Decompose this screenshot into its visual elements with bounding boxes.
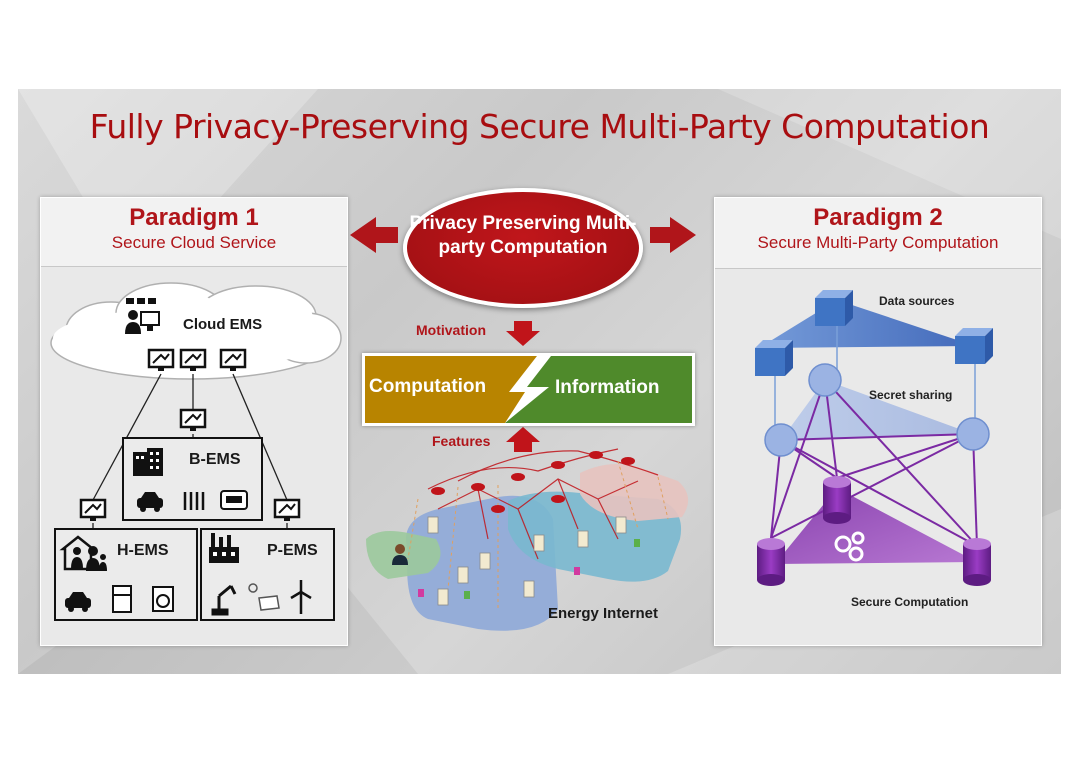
paradigm1-diagram [50,282,342,621]
monitor-icon [273,498,301,521]
center-arrows [350,217,696,452]
cylinder-icon [963,538,991,586]
h-ems-label: H-EMS [117,542,169,559]
building-icon [133,448,163,476]
paradigm1-title: Paradigm 1 [129,204,259,231]
motivation-arrow [506,321,540,346]
paradigm1-panel: Paradigm 1 Secure Cloud Service [40,197,348,646]
monitor-icon [147,348,175,371]
ellipse-text: Privacy Preserving Multi-party Computati… [409,213,637,258]
monitor-icon [179,408,207,431]
paradigm1-subtitle: Secure Cloud Service [111,233,277,252]
robot-arm-icon [211,584,237,616]
wind-turbine-icon [290,580,312,614]
privacy-preserving-ellipse: Privacy Preserving Multi-party Computati… [403,188,643,308]
motivation-label: Motivation [416,322,486,338]
paradigm2-diagram [755,290,993,586]
gear-icon [834,531,865,562]
car-icon [65,592,91,612]
radiator-icon [183,492,205,510]
features-label: Features [432,433,491,449]
monitor-icon [179,348,207,371]
user-computer-icon [125,298,160,334]
data-sources-label: Data sources [879,294,955,308]
paradigm2-title: Paradigm 2 [813,204,943,231]
information-label: Information [555,377,660,398]
b-ems-label: B-EMS [189,451,241,468]
sphere-node [808,363,842,397]
energy-internet-illustration [366,448,689,631]
paradigm2-panel: Paradigm 2 Secure Multi-Party Computatio… [714,197,1042,646]
car-icon [137,492,163,512]
paradigm2-header: Paradigm 2 Secure Multi-Party Computatio… [715,198,1041,269]
sphere-node [956,417,990,451]
vertical-blue-lines [774,318,976,428]
washer-icon [152,586,174,612]
energy-internet-label: Energy Internet [548,605,659,622]
p-ems-label: P-EMS [267,542,318,559]
data-sources-plane [759,300,975,348]
cylinder-icon [823,476,851,524]
thermostat-icon [220,490,248,510]
fridge-icon [112,585,132,613]
secret-sharing-label: Secret sharing [869,388,953,402]
paradigm1-header: Paradigm 1 Secure Cloud Service [41,198,347,267]
purple-connection-lines [770,379,978,547]
cube-icon [955,328,993,364]
right-double-arrow [650,217,696,253]
computation-information-box: Computation Information [362,353,695,426]
paradigm2-subtitle: Secure Multi-Party Computation [757,233,999,252]
lightning-icon [505,356,551,423]
secure-computation-label: Secure Computation [851,595,969,609]
cylinder-icon [757,538,785,586]
page-title: Fully Privacy-Preserving Secure Multi-Pa… [89,107,990,146]
cloud-ems-label: Cloud EMS [183,316,263,333]
slide: Fully Privacy-Preserving Secure Multi-Pa… [18,89,1061,674]
factory-icon [209,533,239,563]
sphere-node [764,423,798,457]
cube-icon [755,340,793,376]
monitor-icon [219,348,247,371]
family-house-icon [59,535,107,571]
left-double-arrow [350,217,398,253]
cube-icon [815,290,853,326]
monitor-icon [79,498,107,521]
computation-label: Computation [369,376,487,397]
solar-panel-icon [248,583,280,611]
user-person-icon [392,544,408,565]
features-arrow [506,427,540,452]
